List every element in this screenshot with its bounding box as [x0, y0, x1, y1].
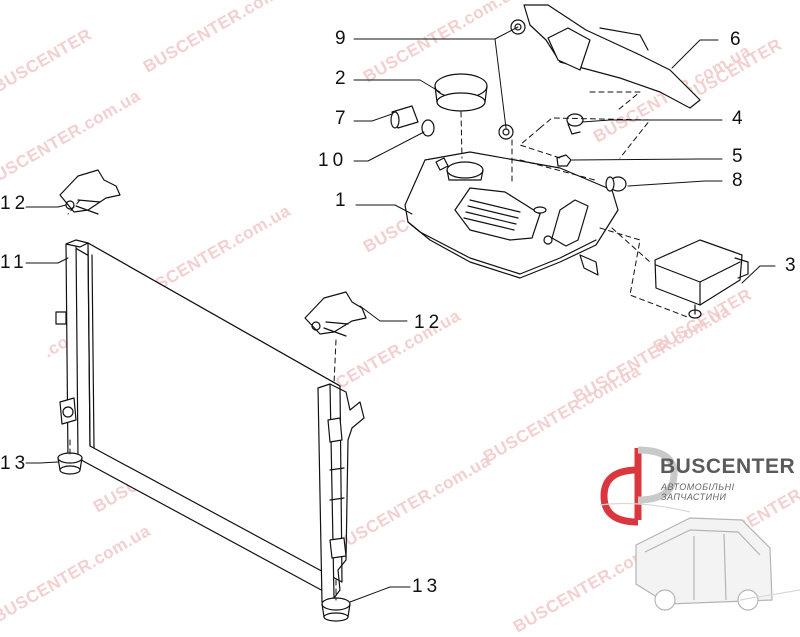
rubber-mount-right: [321, 597, 351, 622]
filler-cap: [434, 73, 488, 112]
leader-lines: [25, 26, 776, 603]
logo-title: BUSCENTER: [660, 455, 796, 478]
mounting-bracket: [523, 4, 701, 109]
rubber-mount-left: [57, 452, 83, 475]
grommet: [605, 176, 627, 192]
expansion-tank: [404, 151, 619, 279]
bracket-clip-left: [59, 169, 121, 215]
buscenter-logo-emblem: [600, 446, 678, 526]
nut: [556, 154, 572, 167]
callout-11: 11: [0, 252, 28, 273]
logo-subtitle: АВТОМОБІЛЬНІ ЗАПЧАСТИНИ: [661, 482, 735, 502]
callout-6: 6: [730, 29, 745, 50]
callout-1: 1: [335, 190, 350, 211]
callout-5: 5: [732, 146, 747, 167]
callout-13-right: 13: [412, 576, 442, 597]
callout-8: 8: [732, 170, 747, 191]
callout-3: 3: [785, 255, 800, 276]
callout-2: 2: [335, 68, 350, 89]
bracket-clip-right: [304, 291, 367, 337]
callout-7: 7: [335, 108, 350, 129]
screw: [566, 113, 584, 135]
callout-12-right: 12: [414, 312, 444, 333]
hose-sleeve: [390, 105, 419, 129]
assembly-guides: [67, 91, 691, 601]
callout-4: 4: [732, 108, 747, 129]
radiator: [55, 239, 365, 603]
level-sensor: [654, 239, 749, 319]
logo-van-image: [599, 502, 800, 611]
hose-clip: [421, 119, 435, 137]
callout-12-left: 12: [0, 193, 30, 214]
callout-10: 10: [318, 150, 348, 171]
callout-9: 9: [335, 28, 350, 49]
callout-13-left: 13: [0, 453, 30, 474]
